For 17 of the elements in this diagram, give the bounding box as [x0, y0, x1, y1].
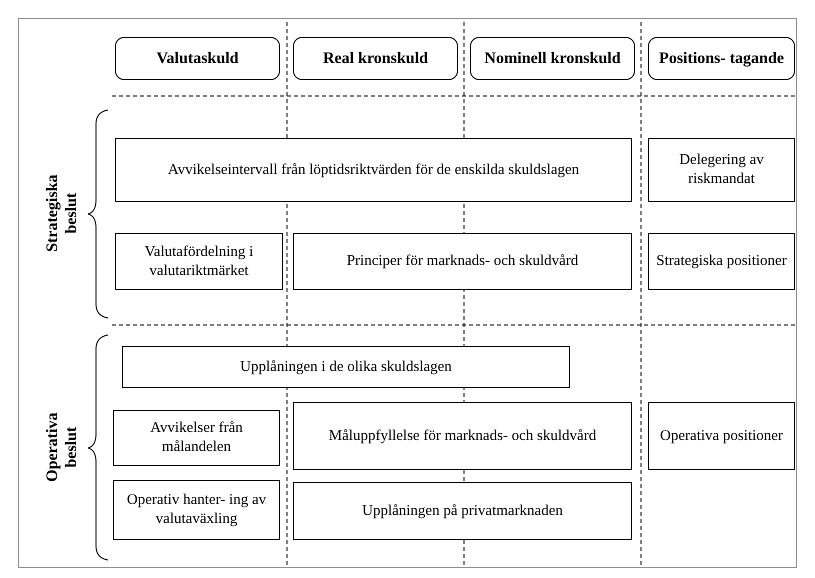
text-box: Operativ hanter- ing av valutaväxling — [113, 480, 280, 540]
column-header: Real kronskuld — [293, 37, 458, 80]
text-box: Upplåningen på privatmarknaden — [293, 482, 632, 540]
text-box: Måluppfyllelse för marknads- och skuldvård — [293, 402, 632, 470]
text-box: Upplåningen i de olika skuldslagen — [122, 346, 570, 388]
row-label: Strategiska beslut — [42, 174, 81, 254]
column-header: Nominell kronskuld — [470, 37, 635, 80]
text-box: Operativa positioner — [648, 402, 795, 470]
text-box: Valutafördelning i valutariktmärket — [115, 233, 283, 290]
text-box: Avvikelseintervall från löptidsriktvärden för de enskilda skuldslagen — [115, 138, 632, 202]
text-box: Delegering av riskmandat — [648, 138, 795, 202]
column-header: Positions- tagande — [648, 37, 795, 80]
column-header: Valutaskuld — [115, 37, 280, 80]
text-box: Principer för marknads- och skuldvård — [293, 233, 632, 290]
row-label: Operativa beslut — [42, 412, 81, 484]
text-box: Avvikelser från målandelen — [113, 410, 280, 466]
text-box: Strategiska positioner — [648, 233, 795, 290]
